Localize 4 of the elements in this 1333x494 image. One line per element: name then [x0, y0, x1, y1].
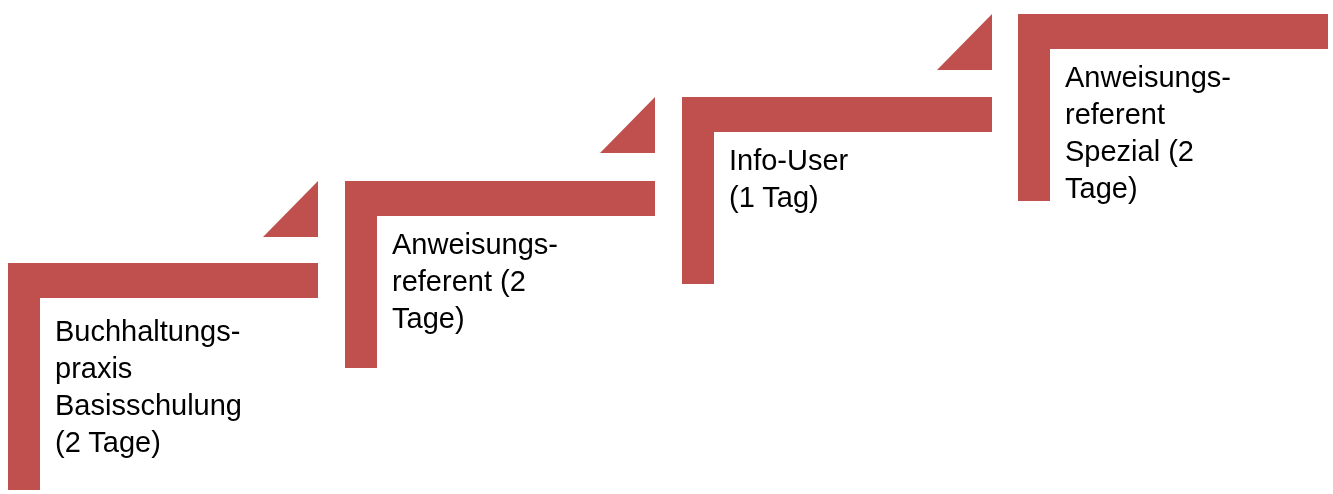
step-label: Anweisungs- referent Spezial (2 Tage) [1065, 60, 1233, 206]
step-label: Anweisungs- referent (2 Tage) [392, 227, 560, 336]
step-label: Buchhaltungs- praxis Basisschulung (2 Tage) [55, 314, 243, 460]
step-label: Info-User (1 Tag) [729, 143, 850, 215]
